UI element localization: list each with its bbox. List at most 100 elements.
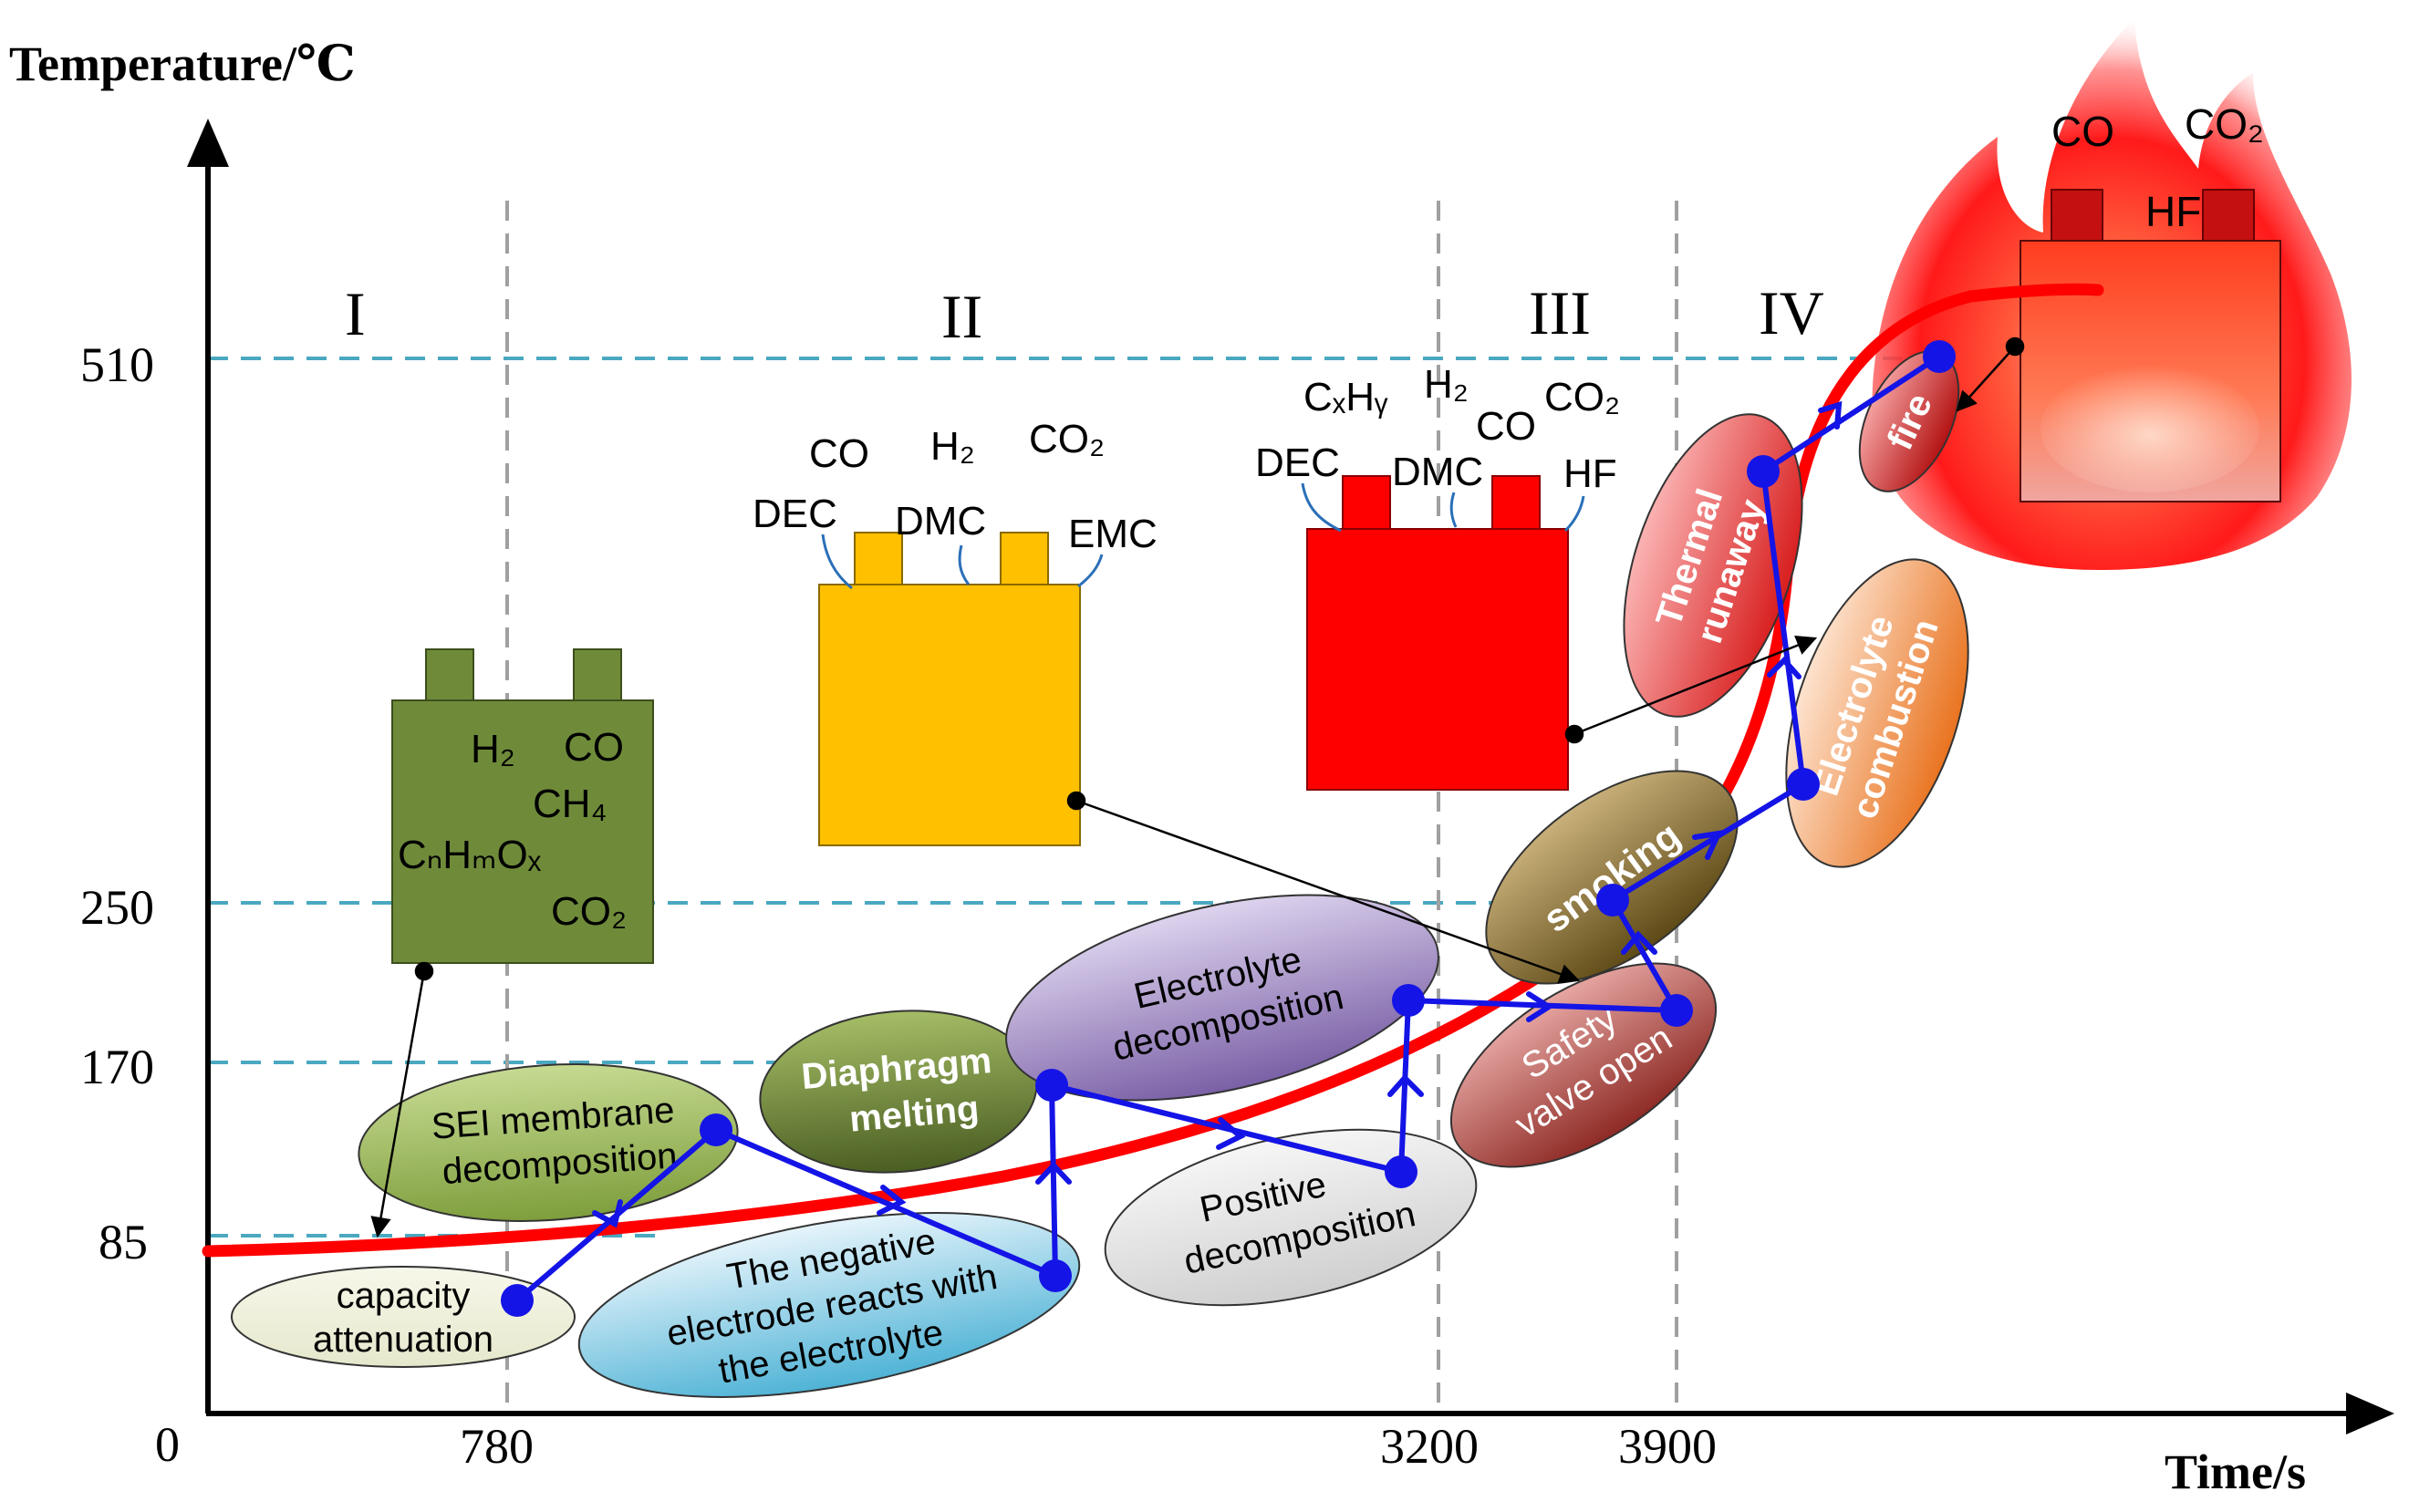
event-bubble — [231, 1266, 576, 1368]
gas-leader-dec — [1301, 482, 1342, 533]
pointer-stage1-to-curve — [370, 970, 426, 1238]
path-node — [1039, 1259, 1072, 1292]
event-label-line-1: capacity — [337, 1276, 471, 1316]
path-node — [700, 1113, 732, 1146]
x-axis-arrowhead — [2346, 1393, 2394, 1434]
event-electrolyte-combustion: Electrolyte combustion — [1785, 558, 1969, 868]
y-tick-510: 510 — [80, 337, 154, 392]
stage-label-3: III — [1529, 278, 1591, 347]
event-path-nodes — [501, 340, 1956, 1317]
pointer-stage2-to-curve — [1075, 799, 1581, 984]
path-node — [1923, 340, 1956, 373]
path-chevron-1 — [592, 1199, 623, 1228]
battery-terminal-right — [573, 648, 622, 702]
battery-stage-1: H₂ CO CH₄ CₙHₘOₓ CO₂ — [391, 648, 654, 964]
path-node — [1660, 994, 1693, 1027]
event-bubble — [577, 1212, 1081, 1398]
path-chevron-10 — [1818, 400, 1843, 430]
gas-dec: DEC — [1255, 440, 1340, 485]
battery-terminal-left — [1342, 475, 1391, 531]
x-axis-title: Time/s — [2165, 1445, 2306, 1499]
event-sei-decomposition: SEI membrane decomposition — [358, 1062, 739, 1223]
event-bubble — [1785, 558, 1969, 868]
path-chevron-5 — [1387, 1073, 1424, 1097]
event-negative-electrode: The negative electrode reacts with the e… — [577, 1212, 1081, 1398]
event-positive-decomposition: Positive decomposition — [1104, 1128, 1478, 1307]
pointer-stage3-to-curve — [1573, 636, 1818, 736]
event-capacity-attenuation: capacity attenuation — [231, 1266, 576, 1368]
battery-terminal-left — [425, 648, 474, 702]
path-chevron-8 — [1692, 830, 1724, 860]
gas-emc: EMC — [1068, 512, 1158, 556]
gas-h2: H₂ — [1424, 362, 1469, 407]
gas-cxhy: CₓHᵧ — [1303, 375, 1388, 419]
path-node — [1392, 984, 1425, 1017]
battery-stage-4-fire: CO CO₂ HF — [1872, 18, 2352, 570]
axes — [187, 119, 2394, 1434]
path-chevron-2 — [877, 1185, 907, 1216]
gas-leader-dec — [821, 533, 853, 590]
origin-label: 0 — [155, 1417, 180, 1472]
gas-leader-dmc — [1449, 492, 1458, 528]
event-label-line-2: attenuation — [313, 1320, 493, 1360]
gas-co2: CO₂ — [1029, 417, 1105, 461]
event-electrolyte-decomposition: Electrolyte decomposition — [1005, 894, 1439, 1102]
event-bubble — [1623, 413, 1803, 718]
path-chevron-6 — [1526, 991, 1554, 1022]
y-tick-250: 250 — [80, 880, 154, 935]
event-bubble — [358, 1062, 739, 1223]
gas-co: CO — [564, 725, 624, 770]
gas-dec: DEC — [753, 492, 837, 536]
path-node — [1787, 768, 1820, 801]
gas-co: CO — [809, 431, 869, 476]
pointer-origin-dot — [414, 961, 434, 981]
battery-body — [1306, 528, 1569, 791]
gas-co: CO — [2051, 108, 2114, 155]
gas-leader-dmc — [958, 544, 971, 585]
stage-label-4: IV — [1759, 278, 1824, 347]
battery-body — [391, 699, 654, 964]
event-bubble — [1485, 770, 1739, 985]
battery-stage-3: CₓHᵧ H₂ CO CO₂ DEC DMC HF — [1255, 362, 1620, 791]
gas-dmc: DMC — [1392, 450, 1483, 494]
gas-dmc: DMC — [895, 499, 986, 544]
x-tick-3900: 3900 — [1618, 1419, 1717, 1474]
battery-terminal-left — [2051, 189, 2103, 243]
gas-co2: CO₂ — [1544, 375, 1620, 419]
path-node — [1596, 884, 1629, 917]
event-smoking: smoking — [1485, 770, 1739, 985]
path-node — [1747, 455, 1780, 488]
path-chevron-9 — [1767, 656, 1802, 679]
gas-leader-hf — [1563, 495, 1585, 533]
battery-terminal-right — [1491, 475, 1541, 531]
gas-co2: CO₂ — [551, 889, 627, 934]
gas-leader-emc — [1077, 554, 1104, 588]
pointer-arrows — [370, 337, 2025, 1238]
path-chevron-7 — [1621, 930, 1657, 955]
battery-body — [818, 584, 1081, 846]
gas-h2: H₂ — [471, 727, 515, 772]
fire-glow — [2040, 365, 2259, 492]
gas-hf: HF — [2145, 188, 2201, 235]
pointer-origin-dot — [2005, 337, 2025, 357]
y-axis-arrowhead — [187, 119, 229, 167]
path-chevron-4 — [1216, 1117, 1246, 1150]
path-chevron-3 — [1035, 1161, 1072, 1185]
event-bubble — [759, 1010, 1038, 1174]
stage-label-1: I — [345, 279, 366, 348]
path-node — [501, 1284, 534, 1317]
pointer-origin-dot — [1066, 791, 1086, 811]
gas-co2: CO₂ — [2185, 100, 2264, 148]
gas-hf: HF — [1563, 451, 1617, 496]
stage-label-2: II — [941, 282, 982, 351]
battery-stage-2: CO H₂ CO₂ DEC DMC EMC — [753, 417, 1158, 846]
event-thermal-runaway: Thermal runaway — [1623, 413, 1803, 718]
y-axis-title: Temperature/℃ — [9, 36, 356, 91]
pointer-origin-dot — [1564, 724, 1584, 744]
battery-terminal-right — [1000, 532, 1049, 586]
x-tick-3200: 3200 — [1380, 1419, 1479, 1474]
gas-h2: H₂ — [930, 424, 975, 469]
path-node — [1385, 1155, 1417, 1188]
gas-cnhmox: CₙHₘOₓ — [398, 833, 542, 877]
path-node — [1035, 1069, 1068, 1102]
